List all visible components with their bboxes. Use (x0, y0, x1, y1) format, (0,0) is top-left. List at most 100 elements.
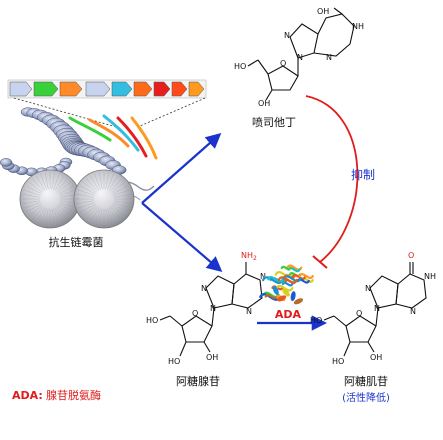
cell-texture-line (105, 172, 110, 190)
cell-texture-line (76, 194, 95, 198)
protein-ribbon (264, 293, 278, 300)
gene-arrow (9, 81, 33, 97)
streptomyces-illustration: 抗生链霉菌 (0, 107, 158, 249)
cell-surface-texture (22, 172, 132, 226)
adenosine-ho-left: HO (146, 316, 158, 325)
cell-texture-line (25, 185, 42, 195)
legend-full: 腺苷脱氨酶 (46, 388, 101, 402)
inhibit-label: 抑制 (351, 167, 375, 182)
cell-texture-line (40, 208, 47, 225)
gene-arrow (33, 81, 59, 97)
protein-helix (290, 291, 296, 302)
legend: ADA: 腺苷脱氨酶 (12, 388, 101, 402)
adenosine-structure (159, 262, 263, 357)
pathway-arrows: 抑制 (141, 95, 375, 331)
cell-texture-line (58, 203, 75, 213)
cell-texture-line (79, 185, 96, 195)
adenosine-3oh-bond (203, 341, 211, 353)
cell-texture-line (59, 200, 78, 204)
pentostatin-ho-left: HO (234, 62, 246, 71)
inosine-ho-left: HO (310, 316, 322, 325)
cell-texture-line (76, 200, 95, 204)
inosine-oh-bottom: OH (370, 353, 382, 362)
inosine-imidazole (369, 275, 399, 309)
arrow-to-pentostatin (141, 132, 222, 204)
pentostatin-nh: NH (352, 22, 364, 31)
cell-texture-line (89, 175, 100, 191)
inosine-n9: N (374, 304, 380, 313)
activity-low-label: (活性降低) (342, 391, 390, 404)
pentostatin-sugar-ring (267, 65, 299, 91)
dna-streak (130, 116, 158, 160)
cell-texture-line (59, 189, 77, 196)
cell-texture-line (31, 206, 44, 220)
adenosine-o-sugar: O (192, 309, 198, 318)
cell-texture-line (44, 208, 49, 226)
protein-ribbon (274, 271, 295, 279)
inosine-glycosidic-bond (375, 307, 379, 327)
gene-arrow (133, 81, 153, 97)
cell-texture-line (54, 175, 65, 191)
protein-ribbon (291, 274, 307, 280)
ada-protein-structure (259, 264, 314, 305)
cell-texture-line (58, 185, 75, 195)
protein-ribbon (286, 264, 303, 271)
cell-texture-line (23, 189, 41, 196)
dna-streak (88, 118, 130, 148)
cell-texture-line (23, 202, 41, 209)
dna-bead (0, 158, 13, 167)
cell-texture-line (110, 206, 123, 220)
cell-texture-line (113, 194, 132, 198)
cell-texture-line (53, 208, 60, 225)
adenosine-n9: N (210, 304, 216, 313)
cell-texture-line (22, 200, 41, 204)
ada-enzyme-label: ADA (275, 308, 302, 321)
gene-arrow (153, 81, 171, 97)
cell-texture-line (35, 175, 46, 191)
cell-texture-line (57, 205, 72, 217)
pentostatin-oh-bond (333, 7, 343, 15)
cell-texture-line (59, 202, 77, 209)
inosine-3oh-bond (367, 341, 375, 353)
gene-arrow (111, 81, 133, 97)
dna-streak (68, 116, 112, 142)
cell-texture-line (40, 173, 47, 190)
pentostatin-ch2 (257, 59, 269, 75)
cell-texture-line (54, 207, 65, 223)
cell-texture-line (105, 208, 110, 226)
zoom-line-right (139, 97, 206, 127)
protein-helix (272, 285, 279, 296)
cell-texture-line (111, 205, 126, 217)
pentostatin-oh-top: OH (317, 7, 329, 16)
cell-texture-line (110, 178, 123, 192)
inosine-atoms: O N N NH N O HO HO OH (310, 251, 436, 366)
cell-texture-line (77, 202, 95, 209)
adenosine-n7: N (201, 284, 207, 293)
adenosine-sugar-ring (181, 315, 213, 343)
cell-texture-line (112, 185, 129, 195)
cell-texture-line (113, 202, 131, 209)
cell-texture-line (108, 207, 119, 223)
cell-texture-line (44, 172, 49, 190)
cell-texture-line (79, 203, 96, 213)
cell-texture-line (85, 206, 98, 220)
pentostatin-n-bottom: N (297, 53, 303, 62)
pentostatin-diazepine (313, 13, 355, 57)
cell-texture-line (82, 181, 97, 193)
dna-coil (0, 107, 158, 177)
cell-texture-line (22, 194, 41, 198)
inosine-n3: N (410, 307, 416, 316)
adenosine-n3: N (246, 307, 252, 316)
cell-texture-line (111, 181, 126, 193)
protein-helix (282, 288, 290, 297)
inosine-nh: NH (424, 272, 436, 281)
pentostatin-ch2-oh (247, 59, 259, 67)
cell-texture-line (98, 208, 103, 226)
adenosine-ho-bottom: HO (168, 357, 180, 366)
cell-texture-line (108, 175, 119, 191)
cell-texture-line (107, 173, 114, 190)
cell-texture-line (94, 173, 101, 190)
adenosine-imidazole (205, 275, 235, 309)
inosine-ho-bottom: HO (332, 357, 344, 366)
